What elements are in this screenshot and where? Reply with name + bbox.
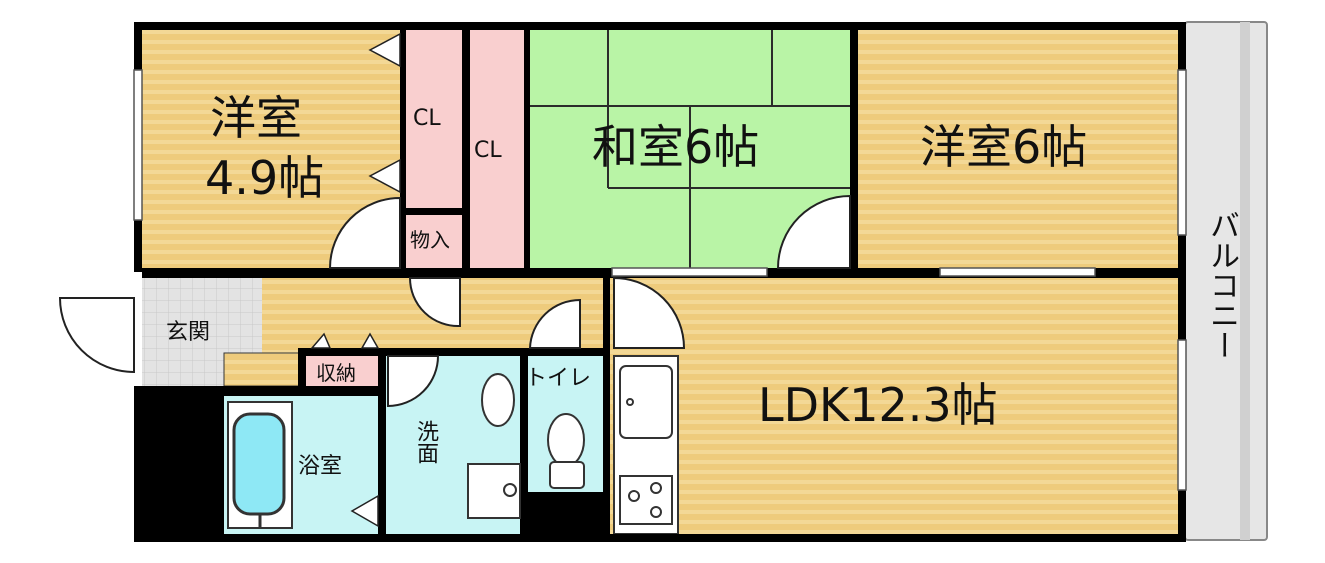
western-room-small-size: 4.9帖 xyxy=(205,151,325,205)
western-room-right-floor xyxy=(858,30,1178,268)
storage-label: 物入 xyxy=(410,228,450,252)
ldk-floor xyxy=(610,278,1180,534)
kitchen-icons xyxy=(619,365,673,525)
washroom-label: 洗面 xyxy=(413,420,438,464)
washbasin-icon xyxy=(467,463,521,519)
bath-label: 浴室 xyxy=(298,454,343,479)
windows xyxy=(133,69,1187,491)
balcony-label: バルコニー xyxy=(1204,210,1239,360)
tatami-lines xyxy=(530,30,850,268)
closet-b-floor xyxy=(470,30,528,270)
closet-b-label: CL xyxy=(474,138,502,163)
storage-floor xyxy=(404,215,462,270)
toilet-icon xyxy=(481,373,585,489)
closet-door-marks xyxy=(310,32,401,528)
entrance-label: 玄関 xyxy=(166,320,211,345)
western-room-small-label: 洋室 xyxy=(210,91,302,145)
entrance-step xyxy=(223,352,301,387)
storage-small-label: 収納 xyxy=(316,361,356,385)
toilet-label: トイレ xyxy=(525,366,592,391)
western-room-right-label: 洋室6帖 xyxy=(920,120,1088,174)
ldk-label: LDK12.3帖 xyxy=(758,378,998,432)
door-swings xyxy=(58,194,851,408)
storage-small-floor xyxy=(306,353,378,391)
closet-a-floor xyxy=(406,30,462,208)
japanese-room-label: 和室6帖 xyxy=(592,120,760,174)
bathtub-icon xyxy=(227,401,293,529)
closet-a-label: CL xyxy=(413,106,441,131)
